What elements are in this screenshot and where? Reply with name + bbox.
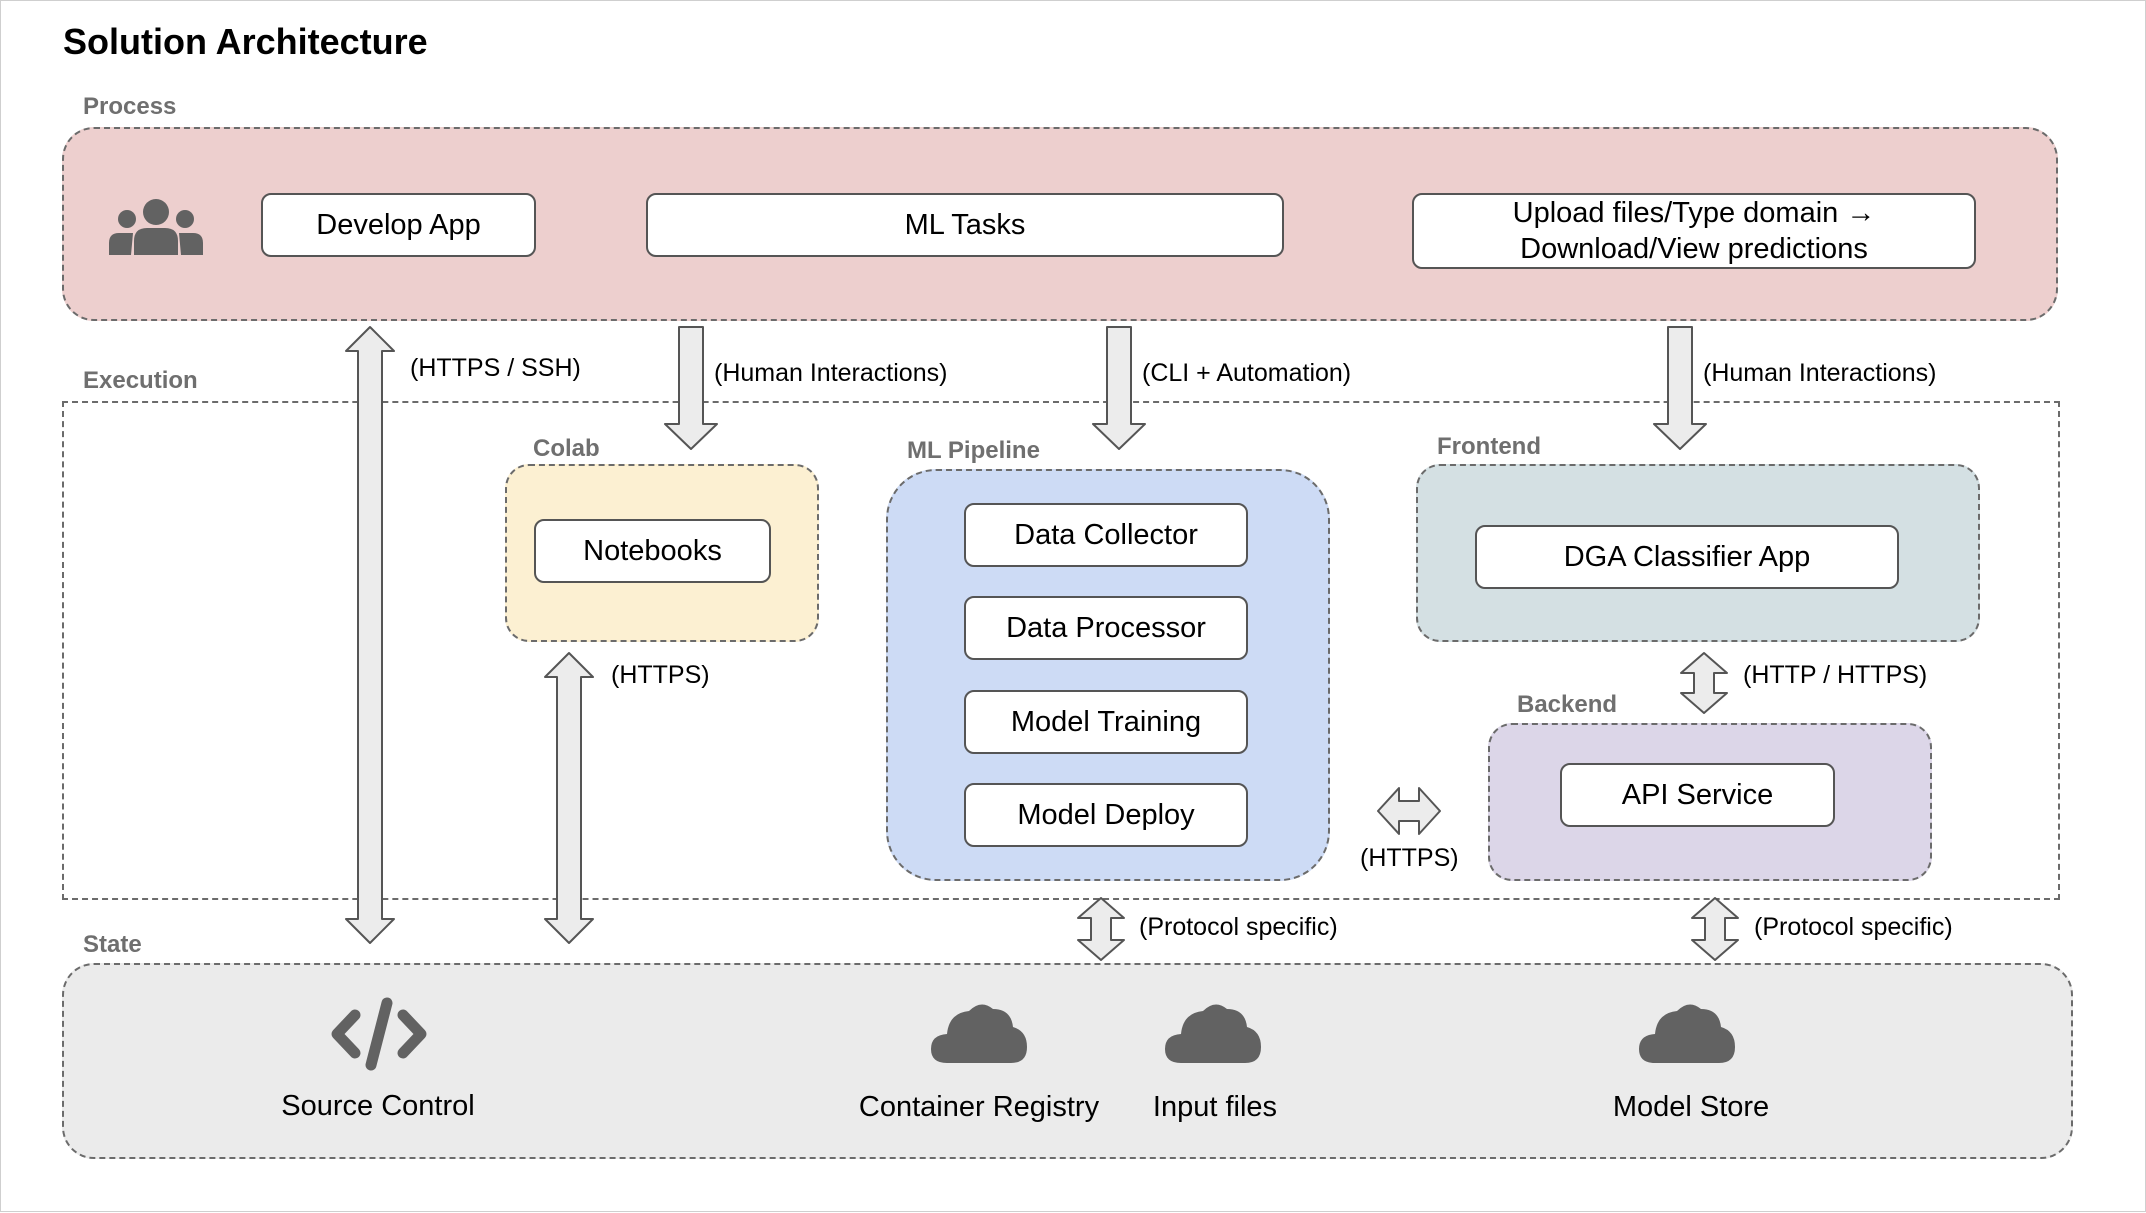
arrow-label-http-https: (HTTP / HTTPS) bbox=[1743, 661, 1928, 689]
arrow-label-https-pipeline: (HTTPS) bbox=[1360, 844, 1459, 872]
arrow-label-protocol-1: (Protocol specific) bbox=[1139, 913, 1338, 941]
arrow-label-cli: (CLI + Automation) bbox=[1142, 359, 1352, 387]
develop-app-box: Develop App bbox=[261, 193, 536, 257]
group-label-ml-pipeline: ML Pipeline bbox=[907, 437, 1040, 464]
cloud-icon-input-files bbox=[1165, 1004, 1261, 1063]
arrow-label-human-1: (Human Interactions) bbox=[714, 359, 948, 387]
diagram-title: Solution Architecture bbox=[63, 21, 428, 62]
group-label-frontend: Frontend bbox=[1437, 433, 1541, 460]
state-band bbox=[62, 963, 2073, 1159]
pipeline-step-data-processor: Data Processor bbox=[964, 596, 1248, 660]
section-label-process: Process bbox=[83, 93, 177, 120]
group-label-backend: Backend bbox=[1517, 691, 1618, 718]
state-label-source-control: Source Control bbox=[281, 1090, 475, 1122]
cloud-icon-container-registry bbox=[931, 1004, 1027, 1063]
dga-classifier-app-box: DGA Classifier App bbox=[1475, 525, 1899, 589]
arrow-label-human-2: (Human Interactions) bbox=[1703, 359, 1937, 387]
section-label-state: State bbox=[83, 931, 142, 958]
users-icon bbox=[109, 199, 203, 255]
state-label-container-registry: Container Registry bbox=[858, 1091, 1100, 1123]
pipeline-step-data-collector: Data Collector bbox=[964, 503, 1248, 567]
cloud-icon-model-store bbox=[1639, 1004, 1735, 1063]
ml-tasks-box: ML Tasks bbox=[646, 193, 1284, 257]
arrow-protocol-2 bbox=[1691, 897, 1739, 961]
arrow-protocol-1 bbox=[1077, 897, 1125, 961]
upload-predictions-box: Upload files/Type domain → Download/View… bbox=[1412, 193, 1976, 269]
group-label-colab: Colab bbox=[533, 435, 600, 462]
notebooks-box: Notebooks bbox=[534, 519, 771, 583]
section-label-execution: Execution bbox=[83, 367, 198, 394]
pipeline-step-model-deploy: Model Deploy bbox=[964, 783, 1248, 847]
arrow-label-protocol-2: (Protocol specific) bbox=[1754, 913, 1953, 941]
code-icon bbox=[331, 997, 427, 1071]
arrow-label-https-colab: (HTTPS) bbox=[611, 661, 710, 689]
api-service-box: API Service bbox=[1560, 763, 1835, 827]
state-label-model-store: Model Store bbox=[1612, 1091, 1770, 1123]
arrow-label-https-ssh: (HTTPS / SSH) bbox=[410, 354, 581, 382]
execution-band bbox=[62, 401, 2060, 900]
state-label-input-files: Input files bbox=[1152, 1091, 1278, 1123]
pipeline-step-model-training: Model Training bbox=[964, 690, 1248, 754]
